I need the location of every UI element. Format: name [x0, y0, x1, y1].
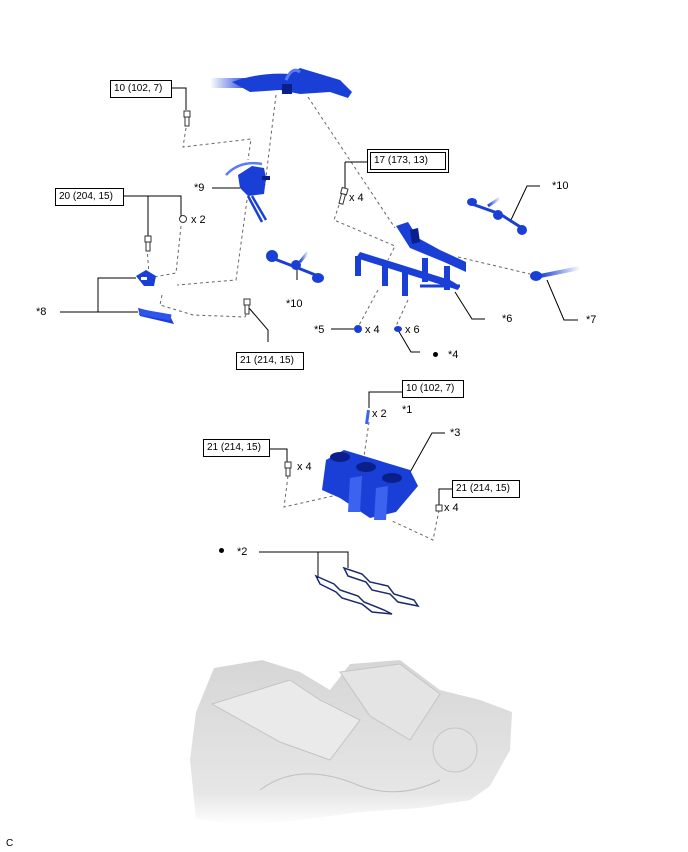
- fuel-hose-7: [530, 266, 581, 281]
- callout-6: *6: [502, 313, 513, 325]
- bolt-icon: [243, 298, 251, 315]
- callout-8: *8: [36, 306, 47, 318]
- quantity-label: x 2: [372, 408, 387, 420]
- o-ring-icon: [394, 326, 402, 332]
- bullet-icon: [219, 548, 224, 553]
- torque-spec-box: 10 (102, 7): [402, 380, 464, 398]
- torque-spec-box: 20 (204, 15): [55, 188, 124, 206]
- callout-4: *4: [448, 349, 459, 361]
- engine-wire-harness-top: [210, 68, 352, 98]
- injector-harness-10-right: [467, 196, 527, 235]
- callout-7: *7: [586, 314, 597, 326]
- leader-lines: [60, 87, 578, 578]
- callout-10: *10: [552, 180, 569, 192]
- callout-1: *1: [402, 404, 413, 416]
- torque-spec-box: 17 (173, 13): [367, 149, 449, 173]
- quantity-label: x 4: [297, 461, 312, 473]
- nut-icon: [179, 215, 187, 223]
- callout-5: *5: [314, 324, 325, 336]
- torque-spec-box: 21 (214, 15): [236, 352, 304, 370]
- gasket-2: [314, 566, 420, 615]
- torque-spec-box: 10 (102, 7): [110, 80, 172, 98]
- nut-icon: [435, 504, 443, 512]
- intake-manifold-3: [322, 450, 418, 520]
- callout-3: *3: [450, 427, 461, 439]
- quantity-label: x 2: [191, 214, 206, 226]
- callout-9: *9: [194, 182, 205, 194]
- bullet-icon: [433, 352, 438, 357]
- callout-10: *10: [286, 298, 303, 310]
- bolt-icon: [284, 461, 292, 477]
- injector-harness-10-left: [266, 250, 324, 283]
- fuel-rail-6: [355, 222, 466, 296]
- insulator-icon: [354, 325, 362, 333]
- torque-spec-box: 21 (214, 15): [452, 480, 520, 498]
- callout-2: *2: [237, 546, 248, 558]
- figure-code: C: [6, 838, 14, 849]
- bolt-icon: [144, 235, 152, 252]
- quantity-label: x 4: [444, 502, 459, 514]
- bolt-icon: [183, 110, 191, 127]
- bolt-icon: [338, 186, 349, 205]
- wire-harness-9: [225, 161, 270, 223]
- quantity-label: x 4: [365, 324, 380, 336]
- quantity-label: x 4: [349, 192, 364, 204]
- torque-spec-box: 21 (214, 15): [203, 439, 270, 457]
- quantity-label: x 6: [405, 324, 420, 336]
- stud-icon: [365, 409, 370, 425]
- engine-block: [190, 660, 512, 826]
- bracket-8: [136, 270, 174, 324]
